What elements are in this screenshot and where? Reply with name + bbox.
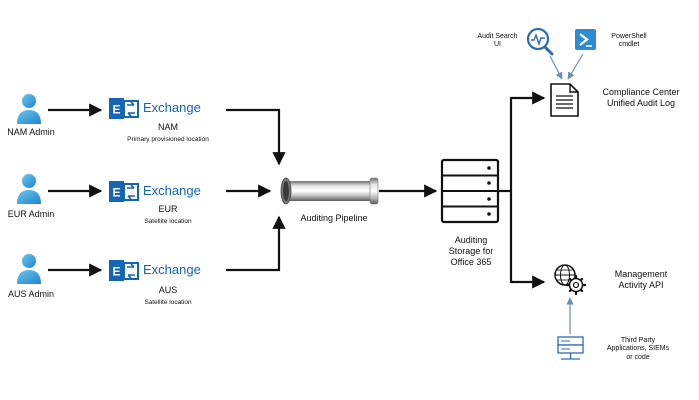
arrow-to-compliance-center	[509, 91, 546, 191]
document-icon	[550, 83, 579, 117]
person-icon-aus	[17, 254, 41, 284]
storage-label-line2: Storage for	[448, 245, 494, 256]
api-gear-icon	[554, 264, 587, 296]
third-party-label-line2: Applications, SIEMs	[606, 345, 670, 353]
exchange-location-nam: Primary provisioned location	[127, 136, 209, 143]
storage-label-line3: Office 365	[450, 256, 492, 267]
connector-aus-to-pipeline	[226, 215, 286, 272]
compliance-center-label-line2: Unified Audit Log	[606, 97, 676, 108]
svg-text:E: E	[112, 186, 120, 200]
exchange-location-aus: Satellite location	[144, 299, 192, 306]
svg-text:E: E	[112, 103, 120, 117]
third-party-label-line1: Third Party	[620, 337, 656, 344]
arrow-powershell-to-log	[567, 53, 584, 80]
connector-nam-to-pipeline	[226, 108, 286, 166]
powershell-label: PowerShell cmdlet	[604, 33, 654, 50]
management-api-label: Management Activity API	[596, 269, 686, 291]
arrow-audit-search-to-log	[549, 55, 563, 80]
exchange-wordmark-nam: Exchange	[143, 100, 201, 115]
audit-search-magnifier-icon	[526, 27, 554, 56]
eur-admin-label: EUR Admin	[7, 209, 55, 219]
powershell-icon	[575, 29, 596, 50]
person-icon-eur	[17, 174, 41, 204]
compliance-center-label: Compliance Center Unified Audit Log	[588, 87, 694, 109]
compliance-center-label-line1: Compliance Center	[602, 87, 680, 97]
third-party-server-icon	[557, 336, 584, 360]
arrow-to-management-api	[509, 191, 546, 289]
storage-label-line1: Auditing	[454, 235, 488, 245]
exchange-logo-icon-nam: E	[109, 98, 139, 119]
pipeline-label: Auditing Pipeline	[300, 213, 368, 223]
management-api-label-line2: Activity API	[618, 279, 664, 290]
management-api-label-line1: Management	[614, 269, 668, 279]
aus-admin-label: AUS Admin	[7, 289, 55, 299]
audit-search-label-line2: UI	[494, 41, 501, 49]
svg-text:E: E	[112, 265, 120, 279]
exchange-location-eur: Satellite location	[144, 218, 192, 225]
exchange-wordmark-eur: Exchange	[143, 183, 201, 198]
exchange-region-eur: EUR	[158, 204, 178, 214]
person-icon-nam	[17, 94, 41, 124]
exchange-region-aus: AUS	[158, 285, 178, 295]
powershell-label-line1: PowerShell	[611, 33, 647, 40]
storage-server-icon	[440, 158, 500, 224]
exchange-logo-icon-aus: E	[109, 260, 139, 281]
powershell-label-line2: cmdlet	[618, 41, 640, 49]
third-party-label: Third Party Applications, SIEMs or code	[596, 337, 680, 362]
audit-search-label-line1: Audit Search	[477, 33, 518, 40]
third-party-label-line3: or code	[626, 353, 650, 361]
pipeline-icon	[280, 177, 379, 205]
nam-admin-label: NAM Admin	[7, 127, 55, 137]
exchange-wordmark-aus: Exchange	[143, 262, 201, 277]
exchange-logo-icon-eur: E	[109, 181, 139, 202]
exchange-region-nam: NAM	[158, 122, 178, 132]
storage-label: Auditing Storage for Office 365	[437, 235, 505, 267]
audit-search-label: Audit Search UI	[470, 33, 525, 50]
